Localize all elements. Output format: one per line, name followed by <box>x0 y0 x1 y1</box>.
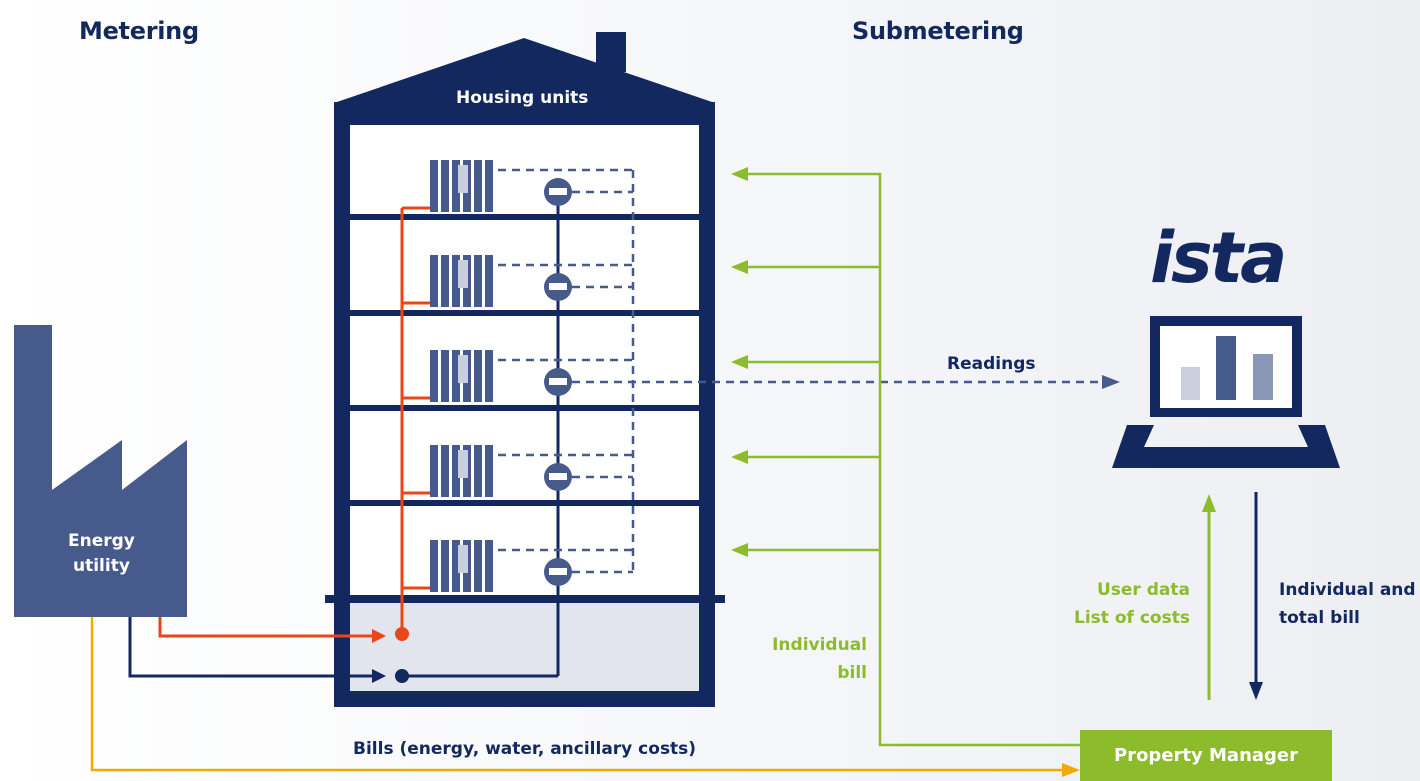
bills-note-label: Bills (energy, water, ancillary costs) <box>353 739 697 759</box>
data-bus <box>498 168 635 575</box>
list-of-costs-line: List of costs <box>1074 608 1190 628</box>
heat-supply-line <box>158 617 372 638</box>
ista-logo: ista <box>1150 217 1287 299</box>
bar-chart-icon <box>1181 336 1273 400</box>
property-manager-label: Property Manager <box>1114 745 1298 766</box>
individual-and-line: Individual and <box>1279 580 1416 600</box>
individual-bill-lines <box>748 172 1085 747</box>
laptop-icon <box>1112 316 1340 468</box>
metering-heading: Metering <box>79 17 199 45</box>
individual-bill-label: Individual bill <box>770 631 867 687</box>
energy-utility-line2: utility <box>72 556 130 576</box>
user-data-line1: User data <box>1096 580 1190 600</box>
user-data-label: User data List of costs <box>1074 576 1190 632</box>
individual-line: Individual <box>772 635 867 655</box>
meter-icon <box>544 178 572 586</box>
property-manager-box: Property Manager <box>1080 730 1332 781</box>
water-riser <box>402 190 560 678</box>
factory-icon <box>14 325 187 617</box>
housing-units-label: Housing units <box>456 88 589 108</box>
submetering-heading: Submetering <box>852 17 1024 45</box>
energy-utility-label: Energy utility <box>68 529 135 579</box>
bill-line: bill <box>837 663 867 683</box>
building <box>325 32 725 707</box>
heating-riser <box>400 206 430 632</box>
bills-line <box>90 617 1062 772</box>
individual-total-bill-label: Individual and total bill <box>1279 576 1416 632</box>
radiator-icon <box>430 160 493 592</box>
total-bill-line: total bill <box>1279 608 1360 628</box>
water-supply-line <box>128 617 372 678</box>
energy-utility-line1: Energy <box>68 531 135 551</box>
readings-label: Readings <box>947 354 1036 374</box>
